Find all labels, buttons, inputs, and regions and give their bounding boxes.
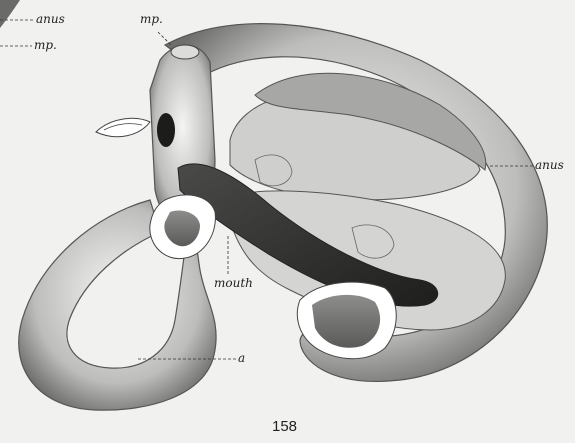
label-anus-right: anus — [535, 158, 564, 172]
label-anus-top-left: anus — [36, 12, 65, 26]
mp-opening-top — [171, 45, 199, 59]
corner-fragment — [0, 0, 20, 28]
label-mp-top: mp. — [140, 12, 163, 26]
label-a: a — [238, 351, 245, 365]
dark-opening — [157, 113, 175, 147]
page-number: 158 — [272, 418, 297, 435]
label-mp-left: mp. — [34, 38, 57, 52]
label-mouth: mouth — [214, 276, 253, 290]
small-tentacle-left — [96, 118, 150, 136]
